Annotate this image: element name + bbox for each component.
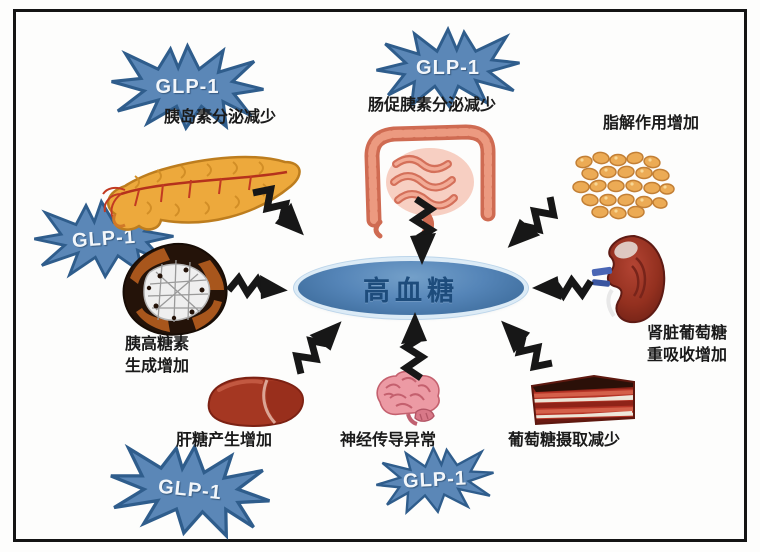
arrow-islet-to-center xyxy=(225,272,288,300)
glp1-burst-liver: GLP-1 xyxy=(96,436,284,544)
glp1-burst-label: GLP-1 xyxy=(402,466,468,493)
brain-label: 神经传导异常 xyxy=(339,432,437,449)
islet-label-line1: 胰高糖素 xyxy=(124,336,190,353)
intestine-label: 肠促胰素分泌减少 xyxy=(367,97,497,114)
islet-label: 胰高糖素 生成增加 xyxy=(125,334,189,378)
diagram-border xyxy=(13,9,747,542)
glp1-burst-intestine: GLP-1 xyxy=(375,25,521,110)
kidney-illustration xyxy=(591,234,666,324)
arrow-intestine-to-center xyxy=(408,196,438,265)
fat-cells-illustration xyxy=(572,151,675,220)
brain-illustration xyxy=(376,370,440,426)
kidney-label-line1: 肾脏葡萄糖 xyxy=(646,325,728,342)
intestine-illustration xyxy=(364,124,496,239)
kidney-label: 肾脏葡萄糖 重吸收增加 xyxy=(647,323,727,367)
arrow-pancreas-to-center xyxy=(252,184,304,236)
arrow-muscle-to-center xyxy=(501,320,553,372)
arrow-kidney-to-center xyxy=(531,274,594,302)
starburst-icon xyxy=(376,25,520,110)
liver-label: 肝糖产生增加 xyxy=(175,432,273,449)
hyperglycemia-node: 高血糖 xyxy=(298,261,524,315)
arrow-fat-to-center xyxy=(507,196,559,248)
fat-label: 脂解作用增加 xyxy=(602,115,700,132)
liver-illustration xyxy=(207,376,305,427)
muscle-illustration xyxy=(530,374,635,426)
glp1-burst-brain: GLP-1 xyxy=(361,443,508,516)
starburst-icon xyxy=(110,442,271,540)
starburst-icon xyxy=(376,445,494,516)
islet-label-line2: 生成增加 xyxy=(124,358,190,375)
arrow-liver-to-center xyxy=(292,321,342,375)
pancreas-illustration xyxy=(102,155,301,231)
pancreas-label: 胰岛素分泌减少 xyxy=(163,109,277,126)
glp1-burst-label: GLP-1 xyxy=(157,475,223,504)
glp1-burst-label: GLP-1 xyxy=(155,75,220,98)
pancreatic-islet-illustration xyxy=(122,242,228,336)
kidney-label-line2: 重吸收增加 xyxy=(646,347,728,364)
starburst-icon xyxy=(111,42,264,132)
muscle-label: 葡萄糖摄取减少 xyxy=(507,432,621,449)
arrow-brain-to-center xyxy=(399,312,429,381)
glp1-burst-pancreas: GLP-1 xyxy=(110,42,265,132)
hyperglycemia-label: 高血糖 xyxy=(363,275,459,306)
